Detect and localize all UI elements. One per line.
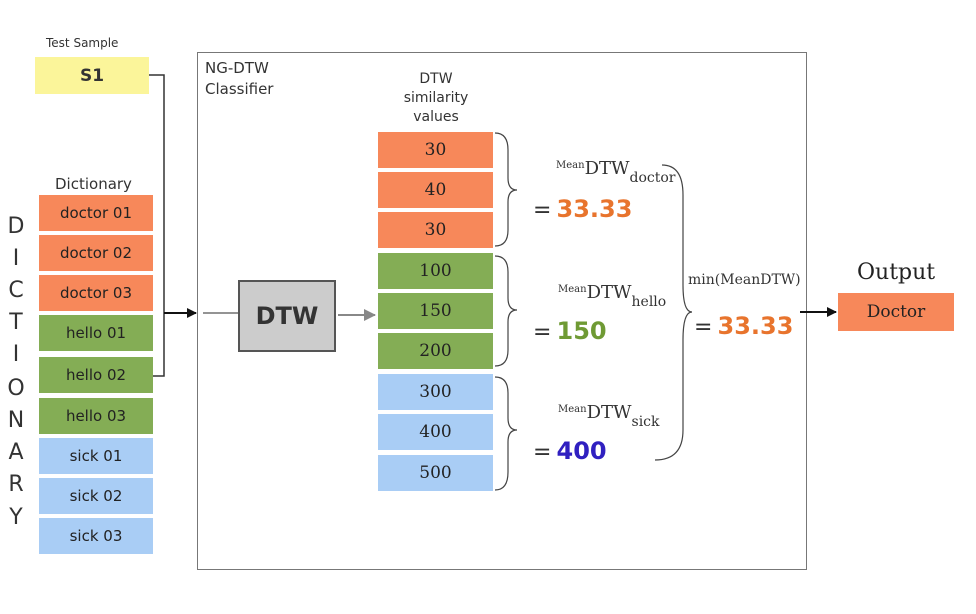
similarity-heading-line2: similarity [403, 90, 469, 106]
dictionary-heading: Dictionary [55, 175, 132, 193]
brace-doctor [494, 132, 518, 247]
dict-letter: I [12, 246, 20, 271]
mean-dtw-sick-value-row: = 400 [533, 437, 607, 465]
test-sample-label: S1 [79, 65, 105, 86]
mean-dtw-doctor-label: MeanDTWdoctor [556, 158, 676, 186]
dictionary-item: hello 03 [39, 398, 153, 436]
sample-connector-line [149, 74, 165, 313]
dict-letter: I [12, 342, 20, 367]
similarity-value: 40 [378, 172, 493, 210]
dictionary-item: sick 01 [39, 438, 153, 476]
mean-sub: doctor [629, 170, 676, 186]
equals-sign: = [533, 320, 552, 345]
equals-sign: = [533, 440, 552, 465]
mean-dtw-doctor-value: 33.33 [556, 195, 633, 223]
dict-letter: Y [9, 505, 23, 530]
dictionary-item: doctor 03 [39, 275, 153, 313]
mean-prefix: Mean [558, 404, 587, 415]
brace-hello [494, 255, 518, 367]
mean-main: DTW [586, 282, 632, 303]
similarity-value: 30 [378, 132, 493, 170]
similarity-value: 400 [378, 414, 493, 452]
mean-main: DTW [586, 402, 632, 423]
dictionary-item: doctor 01 [39, 195, 153, 233]
mean-prefix: Mean [558, 284, 587, 295]
mean-dtw-hello-value: 150 [556, 317, 607, 345]
dictionary-item: doctor 02 [39, 235, 153, 273]
classifier-title: NG-DTW Classifier [205, 58, 273, 100]
similarity-heading-line3: values [413, 109, 459, 125]
test-sample-box: S1 [35, 57, 149, 94]
test-sample-heading: Test Sample [46, 36, 119, 50]
dictionary-item: hello 01 [39, 315, 153, 353]
dict-letter: A [8, 440, 24, 465]
output-box: Doctor [838, 293, 954, 331]
classifier-title-line2: Classifier [205, 80, 274, 98]
equals-sign: = [694, 315, 713, 340]
similarity-value: 150 [378, 293, 493, 331]
mean-dtw-doctor-value-row: = 33.33 [533, 195, 632, 223]
mean-sub: sick [631, 414, 660, 430]
similarity-value: 30 [378, 212, 493, 250]
similarity-value: 500 [378, 455, 493, 493]
dictionary-item: sick 03 [39, 518, 153, 556]
equals-sign: = [533, 198, 552, 223]
output-value: Doctor [866, 302, 926, 322]
output-heading: Output [857, 260, 936, 285]
dict-letter: N [7, 408, 25, 433]
brace-min [654, 164, 693, 461]
mean-dtw-sick-value: 400 [556, 437, 607, 465]
dtw-box: DTW [238, 280, 336, 352]
dict-letter: T [9, 310, 23, 335]
dictionary-connector-line [153, 313, 165, 377]
similarity-value: 300 [378, 374, 493, 412]
min-mean-dtw-value-row: = 33.33 [694, 312, 793, 340]
mean-dtw-hello-value-row: = 150 [533, 317, 607, 345]
dictionary-item: sick 02 [39, 478, 153, 516]
brace-sick [494, 376, 518, 491]
dict-letter: C [8, 278, 24, 303]
mean-sub: hello [631, 294, 667, 310]
mean-main: DTW [584, 158, 630, 179]
dict-letter: O [7, 376, 25, 401]
mean-dtw-hello-label: MeanDTWhello [558, 282, 666, 310]
mean-prefix: Mean [556, 160, 585, 171]
similarity-heading-line1: DTW [419, 71, 453, 87]
dtw-label: DTW [255, 302, 319, 330]
mean-dtw-sick-label: MeanDTWsick [558, 402, 660, 430]
dictionary-item: hello 02 [39, 357, 153, 395]
min-mean-dtw-value: 33.33 [717, 312, 794, 340]
similarity-value: 200 [378, 333, 493, 371]
classifier-title-line1: NG-DTW [205, 59, 269, 77]
dict-letter: R [8, 472, 24, 497]
dict-letter: D [7, 214, 25, 239]
similarity-heading: DTW similarity values [386, 70, 486, 127]
similarity-value: 100 [378, 253, 493, 291]
min-mean-dtw-label: min(MeanDTW) [688, 272, 801, 288]
